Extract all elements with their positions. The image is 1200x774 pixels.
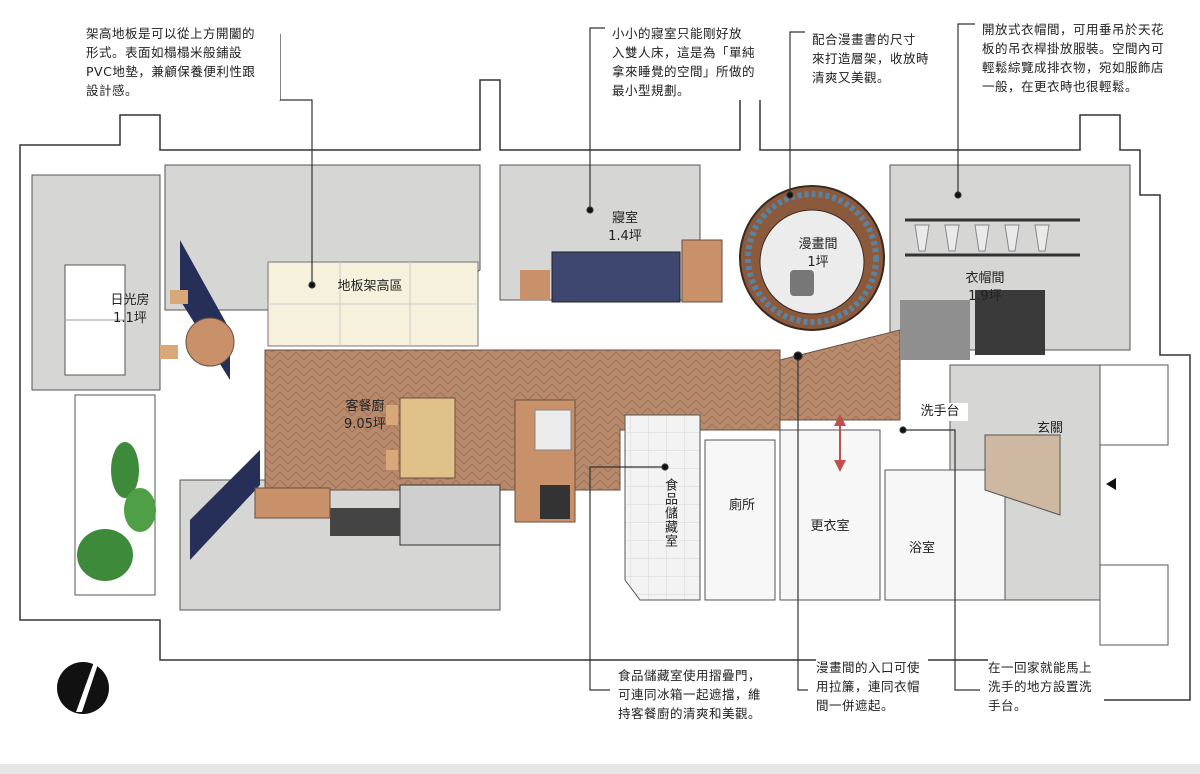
north-arrow-icon: [57, 662, 109, 714]
callout-manga-entrance: 漫畫間的入口可使 用拉簾，連同衣帽 間一併遮起。: [816, 658, 928, 715]
room-label-sunroom: 日光房 1.1坪: [110, 293, 150, 326]
callout-bedroom: 小小的寢室只能剛好放 入雙人床，這是為「單純 拿來睡覺的空間」所做的 最小型規劃…: [612, 24, 762, 100]
callout-closet: 開放式衣帽間，可用垂吊於天花 板的吊衣桿掛放服裝。空間內可 輕鬆綜覽成排衣物，宛…: [982, 20, 1180, 96]
dining-table: [386, 397, 456, 479]
room-label-toilet: 廁所: [728, 498, 755, 513]
callout-leader-lines: [279, 23, 980, 691]
raised-floor-area: [267, 261, 479, 347]
round-table: [160, 290, 235, 367]
kitchen-counter: [254, 399, 576, 546]
manga-room-shelf: [739, 185, 885, 331]
bed: [520, 239, 723, 303]
service-rooms: [624, 364, 1169, 646]
room-label-entrance: 玄關: [1036, 421, 1063, 436]
callout-pantry: 食品儲藏室使用摺疊門， 可連同冰箱一起遮擋，維 持客餐廚的清爽和美觀。: [618, 666, 774, 723]
curtain-arrow: [834, 414, 846, 472]
room-label-closet: 衣帽間 1.9坪: [965, 271, 1005, 304]
callout-raised-floor: 架高地板是可以從上方開闔的 形式。表面如榻榻米般鋪設 PVC地墊，兼顧保養便利性…: [86, 24, 280, 100]
room-label-living: 客餐廚 9.05坪: [344, 399, 386, 432]
room-label-bedroom: 寢室 1.4坪: [608, 211, 642, 244]
room-label-pantry: 食品儲藏室: [662, 478, 677, 548]
room-label-bathroom: 浴室: [908, 541, 935, 556]
room-label-manga-room: 漫畫間 1坪: [798, 237, 838, 270]
room-label-dressing: 更衣室: [810, 519, 850, 534]
footer-bar: [0, 764, 1200, 774]
callout-manga-shelf: 配合漫畫書的尺寸 來打造層架，收放時 清爽又美觀。: [812, 30, 952, 87]
closet-clothes: [900, 218, 1080, 360]
room-label-raised-area: 地板架高區: [337, 279, 403, 294]
entrance-marker-icon: [1106, 478, 1116, 490]
callout-washbasin: 在一回家就能馬上 洗手的地方設置洗 手台。: [988, 658, 1104, 715]
plant: [77, 442, 156, 581]
room-label-washbasin: 洗手台: [912, 403, 968, 421]
